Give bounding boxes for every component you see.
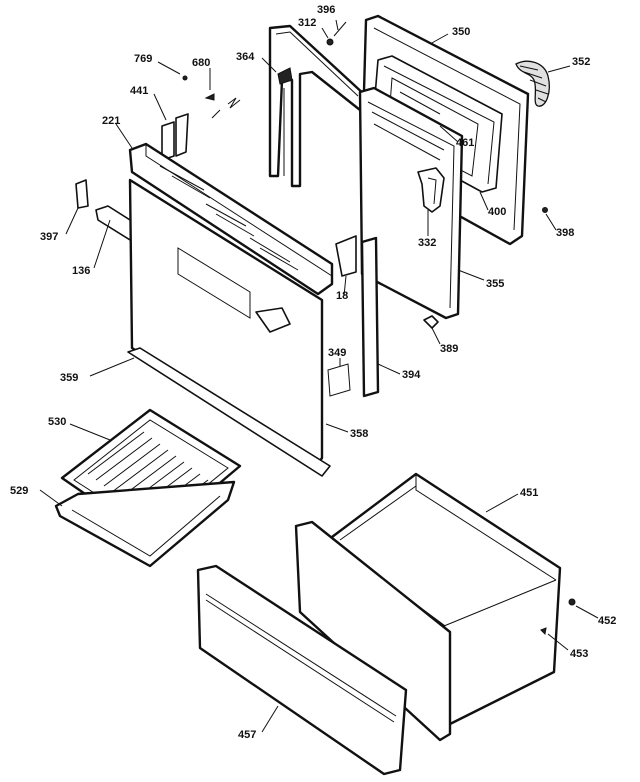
callout-364: 364 [236, 51, 255, 63]
callout-389: 389 [440, 343, 458, 355]
callout-136: 136 [72, 265, 90, 277]
callout-461: 461 [456, 137, 474, 149]
callout-398: 398 [556, 227, 574, 239]
door-bottom-trim [127, 347, 331, 477]
callout-359: 359 [60, 372, 78, 384]
callout-452: 452 [598, 615, 616, 627]
door-gasket [515, 60, 550, 107]
callout-358: 358 [350, 428, 368, 440]
insulation-panel [327, 363, 351, 397]
callout-332: 332 [418, 237, 436, 249]
callout-680: 680 [192, 57, 210, 69]
door-frame [268, 24, 368, 188]
side-trim-post [335, 235, 380, 398]
callout-400: 400 [488, 206, 506, 218]
hinge-bracket [417, 167, 445, 213]
callout-352: 352 [572, 56, 590, 68]
callout-221: 221 [102, 115, 120, 127]
small-hardware [182, 21, 548, 213]
leader-lines [39, 19, 599, 733]
callout-394: 394 [402, 369, 421, 381]
callout-312: 312 [298, 17, 316, 29]
callout-451: 451 [520, 487, 538, 499]
callout-labels: 396 312 350 352 769 680 364 441 221 461 … [10, 4, 616, 741]
door-clip [423, 315, 439, 329]
callout-457: 457 [238, 729, 256, 741]
door-hinge-small [75, 179, 89, 209]
broiler-pan [54, 480, 236, 568]
callout-769: 769 [134, 53, 152, 65]
callout-530: 530 [48, 416, 66, 428]
vent-trim [128, 142, 334, 296]
drawer-screw-part [540, 627, 547, 636]
door-hinge-left [161, 113, 189, 161]
callout-396: 396 [317, 4, 335, 16]
callout-441: 441 [130, 85, 148, 97]
callout-349: 349 [328, 347, 346, 359]
callout-355: 355 [486, 278, 504, 290]
callout-350: 350 [452, 26, 470, 38]
callout-453: 453 [570, 648, 588, 660]
drawer-glide-part [568, 598, 576, 606]
callout-397: 397 [40, 231, 58, 243]
callout-18: 18 [336, 290, 348, 302]
callout-529: 529 [10, 485, 28, 497]
storage-drawer-body [294, 472, 562, 742]
inner-door-panel [358, 86, 464, 320]
drawer-front-panel [196, 564, 408, 776]
